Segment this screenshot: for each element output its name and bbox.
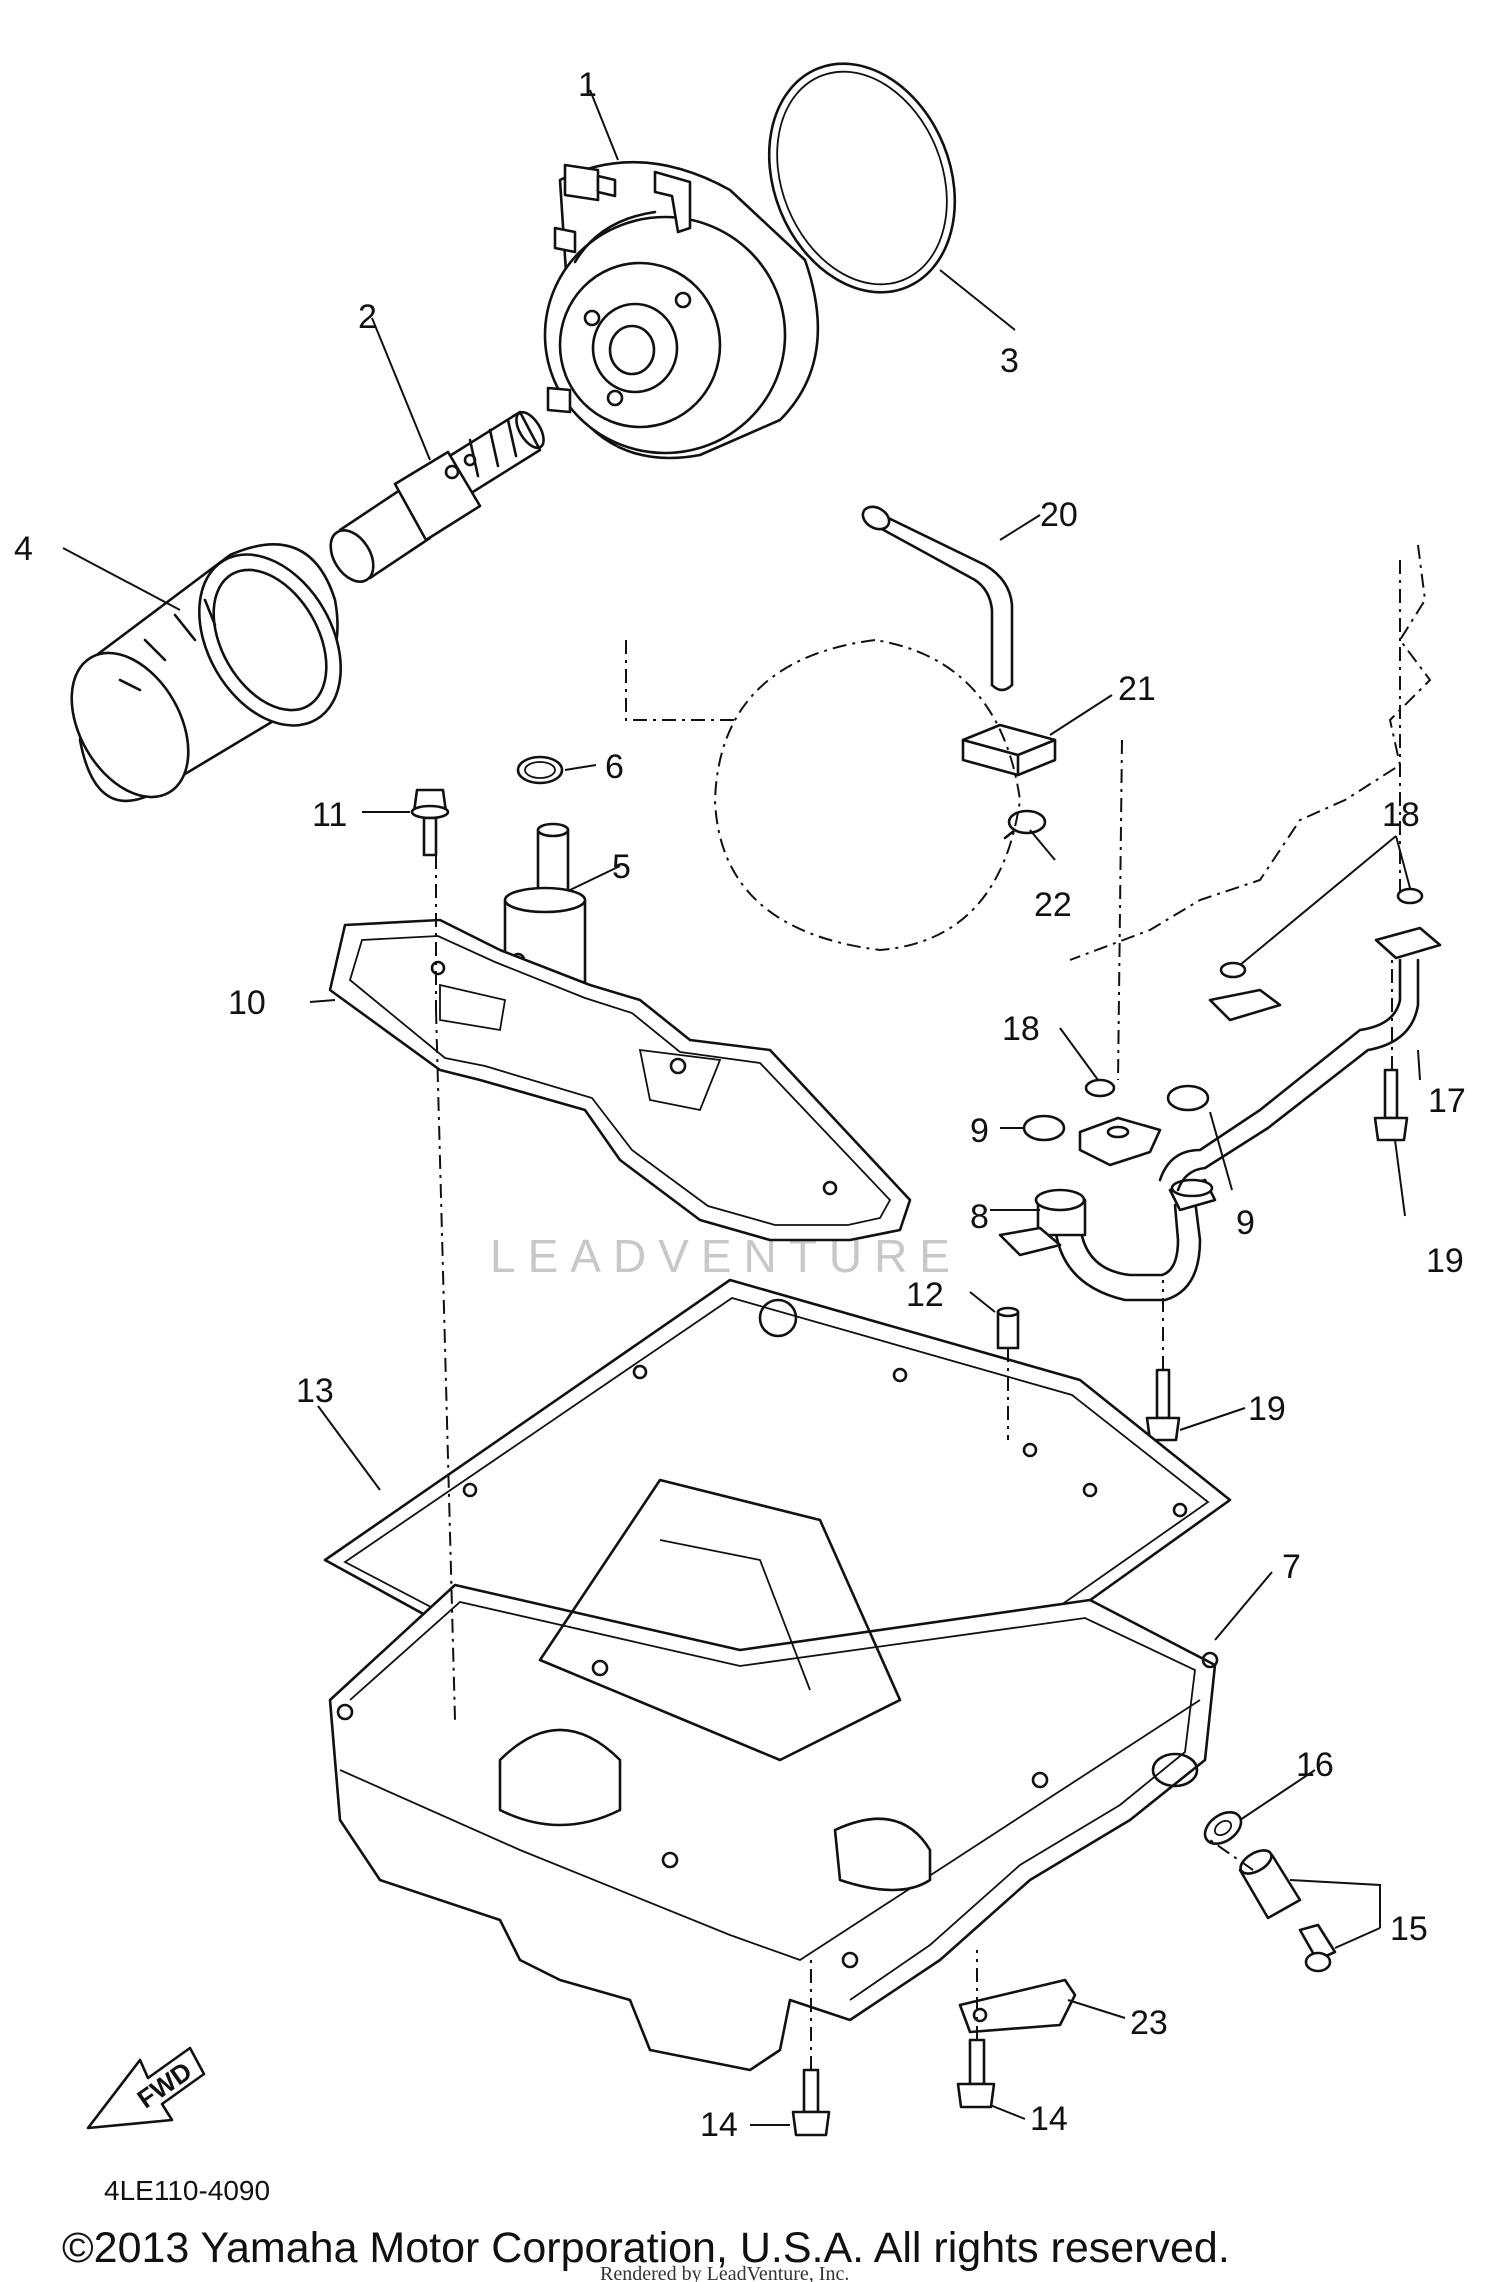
part-20-breather-pipe[interactable] — [859, 502, 1014, 692]
part-16-gasket[interactable] — [1199, 1806, 1247, 1850]
part-15-drain-bolt[interactable] — [1237, 1846, 1337, 1973]
part-17-oil-pipe[interactable] — [1158, 926, 1442, 1192]
leader-lines — [62, 89, 1432, 2126]
forward-arrow-icon: FWD — [86, 2046, 206, 2130]
callout-7[interactable]: 7 — [1282, 1548, 1301, 1586]
callout-11[interactable]: 11 — [312, 796, 347, 834]
part-8-oil-delivery-pipe[interactable] — [998, 1116, 1217, 1302]
callout-14-left[interactable]: 14 — [700, 2106, 738, 2144]
part-6-o-ring[interactable] — [516, 755, 564, 785]
part-7-oil-pan[interactable] — [328, 1478, 1219, 2072]
callout-18-right[interactable]: 18 — [1382, 796, 1420, 834]
callout-3[interactable]: 3 — [1000, 342, 1019, 380]
callout-12[interactable]: 12 — [906, 1276, 944, 1314]
part-12-dowel-pin[interactable] — [996, 1306, 1020, 1350]
part-14-bolt[interactable] — [791, 2038, 996, 2137]
part-1-oil-cooler[interactable] — [543, 160, 820, 460]
callout-23[interactable]: 23 — [1130, 2004, 1168, 2042]
callout-numbers: 1 2 3 4 5 6 7 8 9 9 10 11 12 13 14 14 15… — [14, 66, 1466, 2144]
callout-22[interactable]: 22 — [1034, 886, 1072, 924]
callout-15[interactable]: 15 — [1390, 1910, 1428, 1948]
callout-6[interactable]: 6 — [605, 748, 624, 786]
callout-13[interactable]: 13 — [296, 1372, 334, 1410]
callout-5[interactable]: 5 — [612, 848, 631, 886]
part-22-clip[interactable] — [1003, 809, 1047, 840]
rendered-by-notice: Rendered by LeadVenture, Inc. — [600, 2263, 849, 2282]
part-10-strainer[interactable] — [328, 918, 912, 1242]
part-23-bracket[interactable] — [958, 1978, 1077, 2034]
callout-19-lower[interactable]: 19 — [1248, 1390, 1286, 1428]
part-2-union-bolt[interactable] — [322, 408, 549, 590]
callout-20[interactable]: 20 — [1040, 496, 1078, 534]
callout-17[interactable]: 17 — [1428, 1082, 1466, 1120]
callout-1[interactable]: 1 — [578, 66, 597, 104]
callout-21[interactable]: 21 — [1118, 670, 1156, 708]
part-18-o-ring[interactable] — [1084, 887, 1424, 1098]
callout-9-left[interactable]: 9 — [970, 1112, 989, 1150]
part-21-grommet[interactable] — [961, 723, 1057, 777]
callout-2[interactable]: 2 — [358, 298, 377, 336]
copyright-notice: ©2013 Yamaha Motor Corporation, U.S.A. A… — [62, 2224, 1230, 2272]
callout-16[interactable]: 16 — [1296, 1746, 1334, 1784]
callout-8[interactable]: 8 — [970, 1198, 989, 1236]
part-11-bolt[interactable] — [410, 788, 450, 857]
part-3-o-ring[interactable] — [736, 36, 988, 321]
callout-14-right[interactable]: 14 — [1030, 2100, 1068, 2138]
callout-9-right[interactable]: 9 — [1236, 1204, 1255, 1242]
callout-19-right[interactable]: 19 — [1426, 1242, 1464, 1280]
callout-4[interactable]: 4 — [14, 530, 33, 568]
drawing-code: 4LE110-4090 — [104, 2175, 270, 2206]
watermark: LEADVENTURE — [490, 1230, 962, 1282]
callout-10[interactable]: 10 — [228, 984, 266, 1022]
part-19-bolt[interactable] — [1145, 1068, 1409, 1442]
callout-18-left[interactable]: 18 — [1002, 1010, 1040, 1048]
part-4-oil-filter[interactable] — [48, 529, 370, 817]
